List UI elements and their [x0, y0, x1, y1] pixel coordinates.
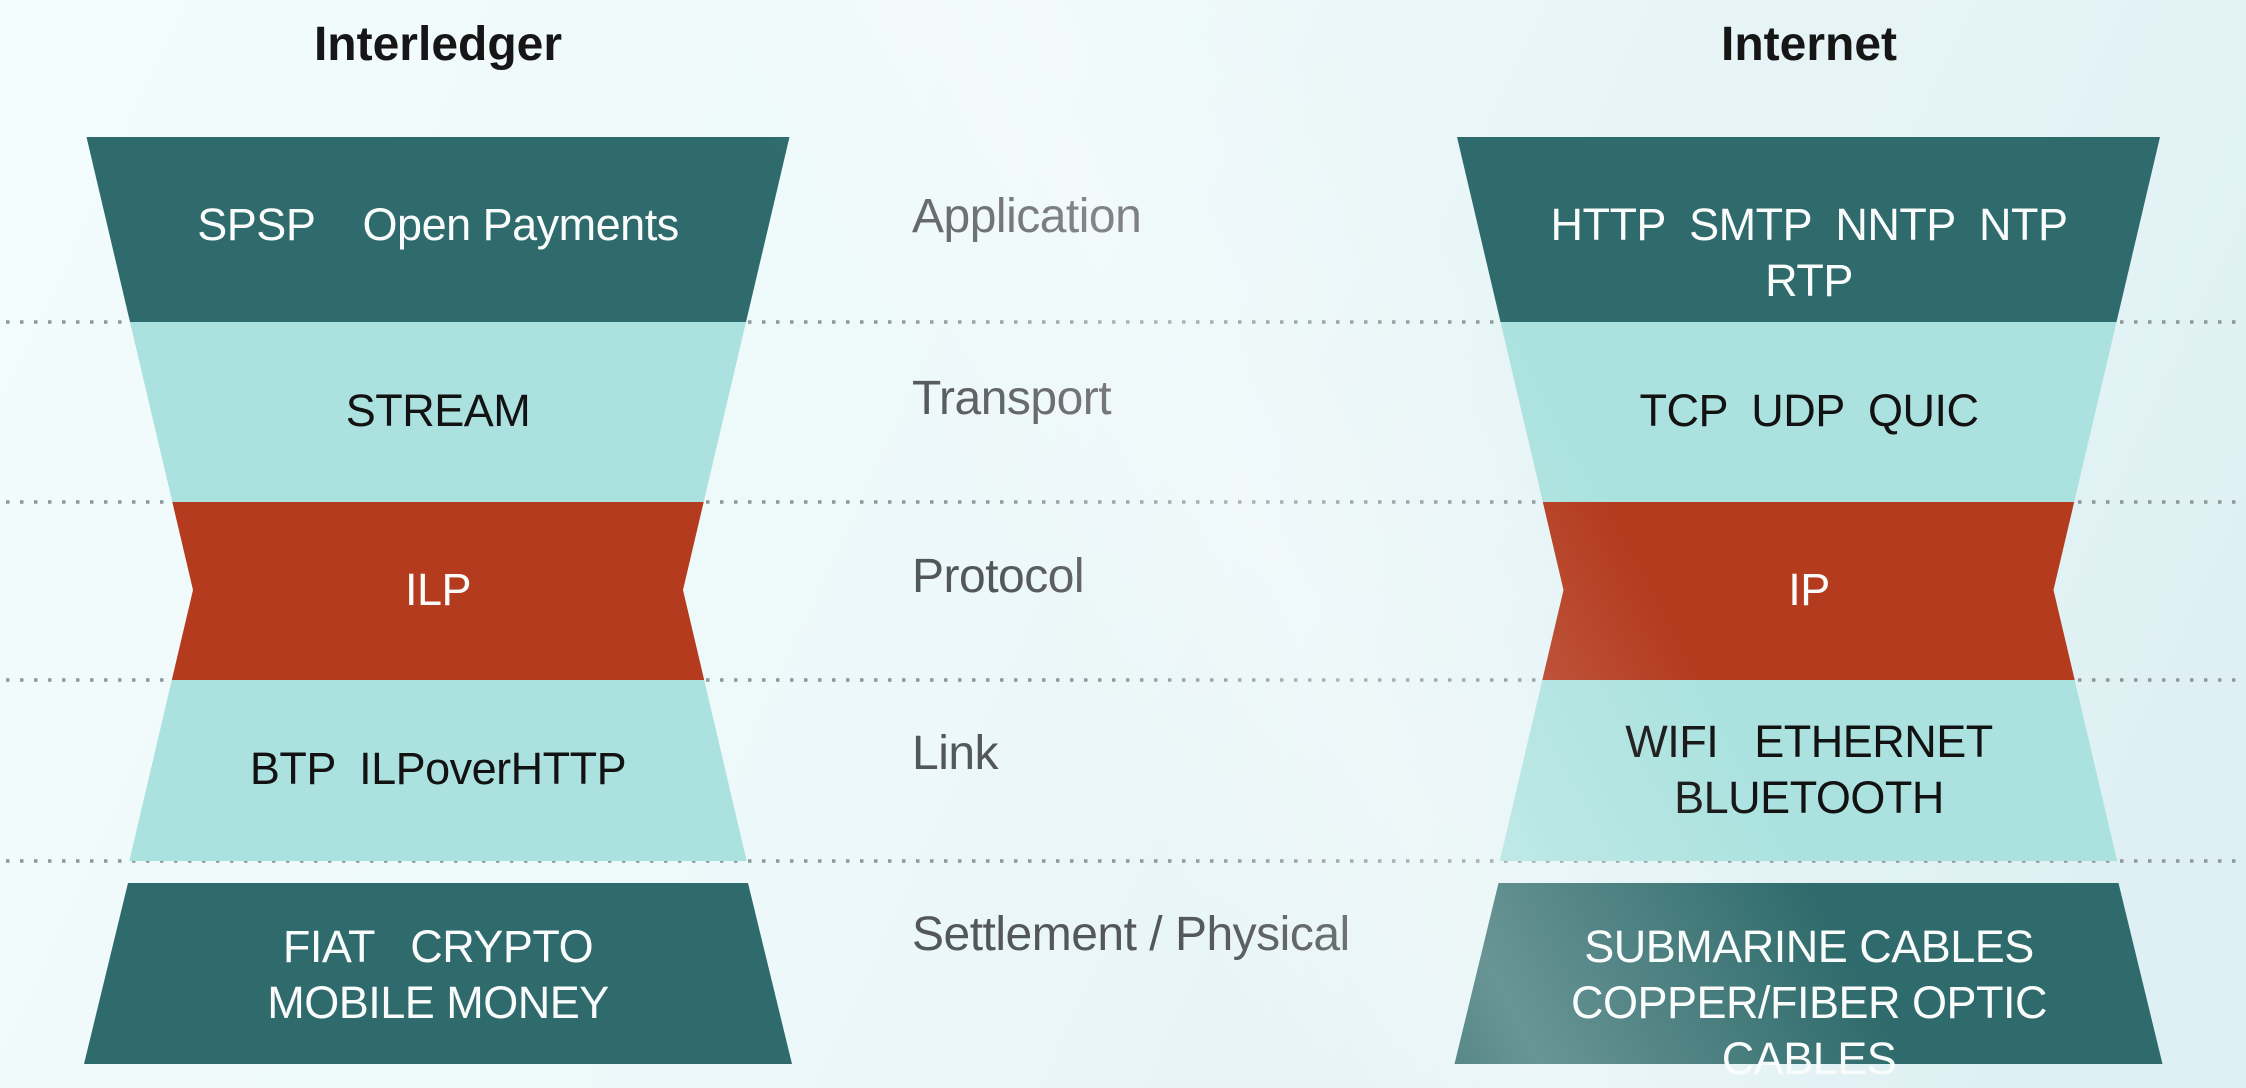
interledger-link-protocols: BTP ILPoverHTTP	[249, 743, 627, 794]
interledger-stack	[84, 137, 792, 1064]
interledger-protocol-label: ILP	[404, 564, 472, 615]
layer-label-application: Application	[912, 190, 1142, 243]
layer-label-protocol: Protocol	[912, 550, 1085, 603]
internet-stack	[1454, 137, 2163, 1064]
internet-application-shape	[1457, 137, 2160, 322]
internet-protocol-label: IP	[1788, 564, 1830, 615]
internet-link-protocols: WIFI ETHERNET BLUETOOTH	[1625, 716, 1993, 823]
interledger-settlement-shape	[84, 883, 792, 1064]
internet-title: Internet	[1720, 18, 1897, 71]
internet-settlement-shape	[1454, 883, 2163, 1064]
interledger-link-shape	[129, 680, 747, 861]
internet-protocol-shape	[1542, 502, 2075, 680]
layer-label-transport: Transport	[912, 372, 1112, 425]
interledger-settlement-items: FIAT CRYPTO MOBILE MONEY	[267, 921, 609, 1028]
interledger-transport-shape	[130, 322, 746, 502]
layer-label-settlement-physical: Settlement / Physical	[912, 908, 1350, 961]
layer-label-link: Link	[912, 727, 999, 780]
interledger-protocol-shape	[171, 502, 705, 680]
interledger-application-protocols: SPSP Open Payments	[197, 199, 679, 250]
internet-application-protocols: HTTP SMTP NNTP NTP RTP	[1550, 199, 2092, 306]
interledger-application-shape	[86, 137, 790, 322]
internet-settlement-items: SUBMARINE CABLES COPPER/FIBER OPTIC CABL…	[1570, 921, 2048, 1084]
internet-transport-protocols: TCP UDP QUIC	[1639, 385, 1979, 436]
internet-link-shape	[1499, 680, 2118, 861]
interledger-title: Interledger	[313, 18, 563, 71]
interledger-transport-protocols: STREAM	[345, 385, 531, 436]
internet-transport-shape	[1500, 322, 2117, 502]
